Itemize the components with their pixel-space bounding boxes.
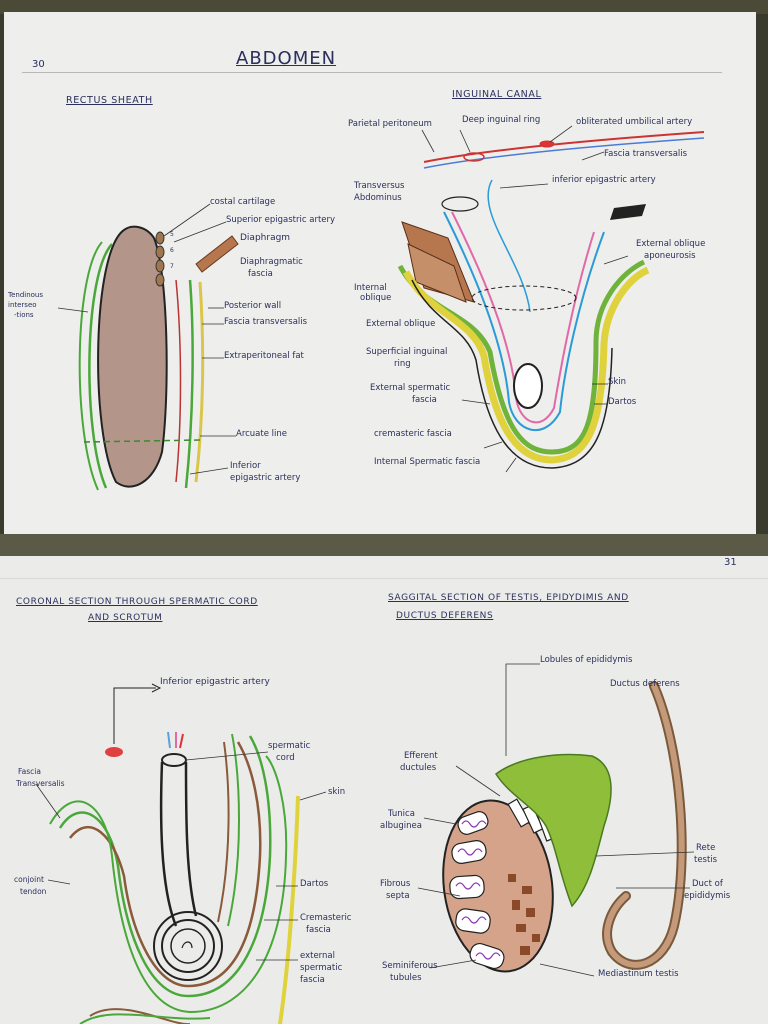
page-title: ABDOMEN (236, 48, 337, 69)
label-internal-oblique-line1: Internal (354, 283, 387, 293)
label-ductus-deferens: Ductus deferens (610, 679, 680, 689)
label-external-spermatic-line2: fascia (412, 395, 437, 405)
label-diaphragmatic-fascia-line2: fascia (248, 269, 273, 279)
notebook-page-31: 31 CORONAL SECTION THROUGH SPERMATIC COR… (0, 556, 768, 1024)
inguinal-canal-heading: INGUINAL CANAL (452, 89, 542, 100)
label-diaphragmatic-fascia-line1: Diaphragmatic (240, 257, 303, 267)
label-inferior-epigastric-artery-ic: inferior epigastric artery (552, 175, 656, 185)
label-inferior-epigastric-artery: Inferior epigastric artery (160, 677, 270, 687)
label-skin: Skin (608, 377, 627, 387)
page-number: 30 (32, 59, 45, 70)
label-seminiferous-tubules-line2: tubules (390, 973, 422, 983)
label-external-spermatic-line1: external (300, 951, 335, 961)
coronal-section-diagram (35, 683, 327, 1024)
label-posterior-wall: Posterior wall (224, 301, 282, 311)
label-rib-6: 6 (170, 247, 174, 254)
label-fascia-transversalis-ic: Fascia transversalis (604, 149, 688, 159)
label-external-oblique-aponeurosis-line2: aponeurosis (644, 251, 696, 261)
label-tunica-albuginea-line1: Tunica (388, 809, 415, 819)
label-cremasteric-fascia-line2: fascia (306, 925, 331, 935)
label-superficial-ring-line2: ring (394, 359, 411, 369)
label-transversus-line1: Transversus (354, 181, 405, 191)
label-rib-7: 7 (170, 263, 174, 270)
label-extraperitoneal-fat: Extraperitoneal fat (224, 351, 304, 361)
label-parietal-peritoneum: Parietal peritoneum (348, 119, 432, 129)
label-transversus-line2: Abdominus (354, 193, 402, 203)
label-rete-testis-line1: Rete (696, 843, 716, 853)
label-external-spermatic-line2: spermatic (300, 963, 343, 973)
rectus-sheath-heading: RECTUS SHEATH (66, 95, 153, 106)
coronal-heading-line1: CORONAL SECTION THROUGH SPERMATIC CORD (16, 597, 258, 607)
label-tunica-albuginea-line2: albuginea (380, 821, 422, 831)
rectus-sheath-diagram (57, 203, 239, 491)
label-spermatic-cord-line2: cord (276, 753, 295, 763)
sagittal-heading-line2: DUCTUS DEFERENS (396, 611, 494, 621)
label-cremasteric-fascia-line1: Cremasteric (300, 913, 352, 923)
header-rule (22, 72, 722, 73)
label-efferent-ductules-line1: Efferent (404, 751, 438, 761)
label-dartos-coronal: Dartos (300, 879, 329, 889)
label-skin-coronal: skin (328, 787, 346, 797)
label-spermatic-cord-line1: spermatic (268, 741, 311, 751)
page-rule (0, 578, 768, 579)
coronal-heading-line2: AND SCROTUM (88, 613, 163, 623)
label-tendinous-intersections-line1: Tendinous (8, 291, 44, 299)
label-obliterated-umbilical-artery: obliterated umbilical artery (576, 117, 693, 127)
label-seminiferous-tubules-line1: Seminiferous (382, 961, 438, 971)
label-rete-testis-line2: testis (694, 855, 718, 865)
label-duct-of-epididymis-line2: epididymis (684, 891, 731, 901)
label-conjoint-tendon-line1: conjoint (14, 875, 44, 884)
label-fibrous-septa-line2: septa (386, 891, 410, 901)
label-conjoint-tendon-line2: tendon (20, 887, 47, 896)
label-fibrous-septa-line1: Fibrous (380, 879, 411, 889)
notebook-page-30: 30 ABDOMEN (4, 12, 756, 534)
label-external-spermatic-line1: External spermatic (370, 383, 451, 393)
label-lobules-of-epididymis: Lobules of epididymis (540, 655, 633, 665)
label-inferior-epigastric-line2: epigastric artery (230, 473, 301, 483)
label-mediastinum-testis: Mediastinum testis (598, 969, 679, 979)
label-fascia-transversalis-line1: Fascia (18, 767, 41, 776)
label-internal-oblique-line2: oblique (360, 293, 392, 303)
label-external-spermatic-line3: fascia (300, 975, 325, 985)
label-deep-inguinal-ring: Deep inguinal ring (462, 115, 541, 125)
label-superior-epigastric-artery: Superior epigastric artery (226, 215, 336, 225)
label-duct-of-epididymis-line1: Duct of (692, 879, 723, 889)
label-tendinous-intersections-line2: interseo (8, 301, 37, 309)
label-cremasteric-fascia: cremasteric fascia (374, 429, 452, 439)
background-gap-between-pages (0, 534, 768, 556)
label-internal-spermatic-fascia: Internal Spermatic fascia (374, 457, 481, 467)
label-costal-cartilage: costal cartilage (210, 197, 276, 207)
label-arcuate-line: Arcuate line (236, 429, 287, 439)
inguinal-canal-diagram (397, 125, 705, 473)
label-diaphragm: Diaphragm (240, 233, 291, 243)
page2-drawings (35, 663, 695, 1024)
label-efferent-ductules-line2: ductules (400, 763, 437, 773)
label-superficial-ring-line1: Superficial inguinal (366, 347, 448, 357)
label-external-oblique-aponeurosis-line1: External oblique (636, 239, 706, 249)
label-tendinous-intersections-line3: -tions (14, 311, 34, 319)
label-fascia-transversalis: Fascia transversalis (224, 317, 308, 327)
label-dartos: Dartos (608, 397, 637, 407)
label-rib-5: 5 (170, 231, 174, 238)
sagittal-section-diagram (417, 663, 695, 977)
background-desk-top (0, 0, 768, 14)
label-fascia-transversalis-line2: Transversalis (16, 779, 65, 788)
label-external-oblique: External oblique (366, 319, 436, 329)
sagittal-heading-line1: SAGGITAL SECTION OF TESTIS, EPIDYDIMIS A… (388, 593, 629, 603)
page-number: 31 (724, 557, 737, 568)
page1-drawings (57, 125, 705, 491)
label-inferior-epigastric-line1: Inferior (230, 461, 261, 471)
